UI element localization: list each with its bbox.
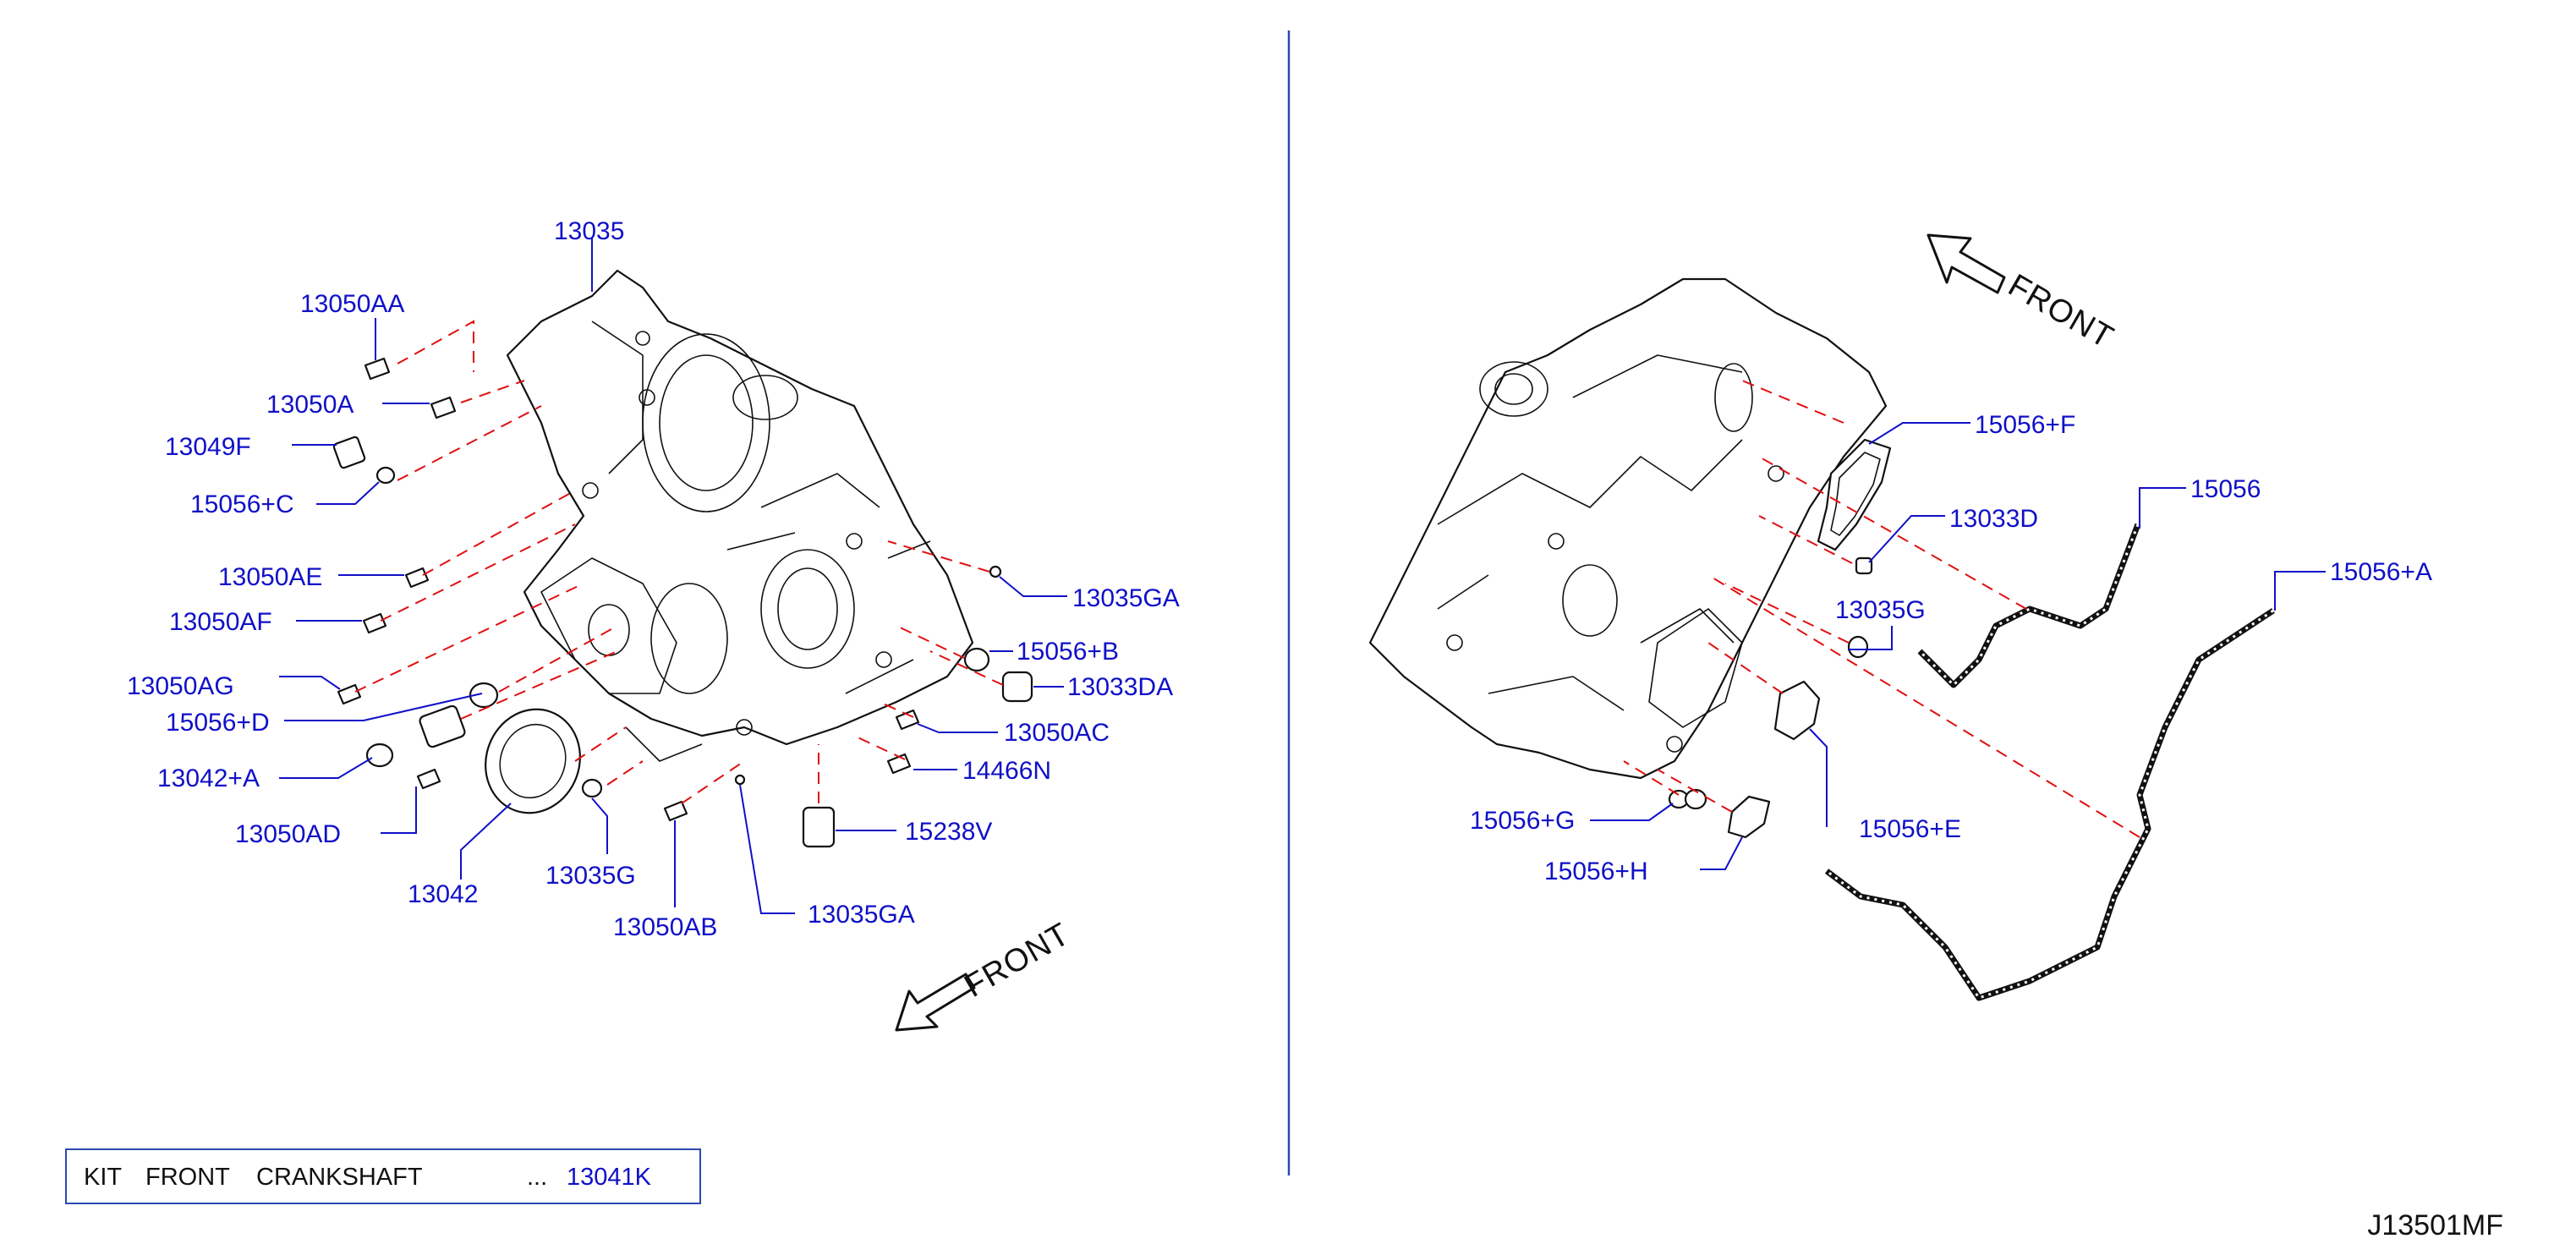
label-13035GA-upper: 13035GA (1072, 584, 1180, 612)
label-13042: 13042 (408, 880, 478, 908)
kit-box: KIT FRONT CRANKSHAFT ... 13041K (65, 1148, 701, 1204)
diagram-reference: J13501MF (2367, 1209, 2503, 1241)
small-parts-right (1668, 438, 2275, 1001)
label-15056+G: 15056+G (1470, 807, 1575, 835)
kit-part-number[interactable]: 13041K (567, 1164, 651, 1191)
gasket-15056-A (1824, 608, 2275, 1001)
label-15238V: 15238V (905, 818, 992, 846)
label-15056+D: 15056+D (166, 709, 270, 737)
label-13035G-right: 13035G (1835, 596, 1926, 624)
label-13050A: 13050A (266, 391, 354, 419)
label-13050AD: 13050AD (235, 820, 341, 848)
label-15056+H: 15056+H (1544, 858, 1648, 885)
front-arrow-right-icon: FRONT (1927, 233, 2120, 356)
kit-label-crankshaft: CRANKSHAFT (256, 1164, 423, 1191)
alignment-lines-left (354, 320, 1004, 804)
label-15056+A: 15056+A (2330, 558, 2432, 586)
label-13033D: 13033D (1949, 505, 2038, 533)
alignment-lines-right (1623, 380, 2140, 838)
label-13050AA: 13050AA (300, 290, 404, 318)
front-label-left: FRONT (959, 916, 1077, 1004)
rear-cover-drawing (1368, 277, 1888, 780)
label-13035: 13035 (554, 217, 624, 245)
labels-right: 15056+F 15056 13033D 15056+A 13035G 1505… (1470, 411, 2432, 885)
label-13033DA: 13033DA (1067, 673, 1173, 701)
label-13042+A: 13042+A (157, 765, 260, 792)
front-label-right: FRONT (2003, 267, 2120, 355)
kit-label-kit: KIT (84, 1164, 123, 1191)
label-13035GA-lower: 13035GA (808, 901, 915, 929)
label-13050AF: 13050AF (169, 608, 272, 636)
front-arrow-left-icon: FRONT (895, 916, 1077, 1032)
label-15056+C: 15056+C (190, 490, 294, 518)
label-13035G: 13035G (545, 862, 636, 890)
labels-left: 13035 13050AA 13050A 13049F 15056+C 1305… (127, 217, 1180, 941)
kit-label-front: FRONT (145, 1164, 230, 1191)
small-parts-left (332, 357, 1033, 848)
label-15056+F: 15056+F (1975, 411, 2075, 439)
label-14466N: 14466N (962, 757, 1051, 785)
front-cover-drawing (506, 269, 974, 762)
gasket-15056 (1917, 523, 2141, 688)
label-15056+B: 15056+B (1017, 638, 1119, 666)
label-13050AC: 13050AC (1004, 719, 1110, 747)
label-13049F: 13049F (165, 433, 251, 461)
label-13050AG: 13050AG (127, 672, 234, 700)
label-15056+E: 15056+E (1859, 815, 1961, 843)
kit-dots: ... (527, 1164, 548, 1191)
label-13050AB: 13050AB (613, 913, 717, 941)
label-15056: 15056 (2190, 475, 2261, 503)
label-13050AE: 13050AE (218, 563, 322, 591)
